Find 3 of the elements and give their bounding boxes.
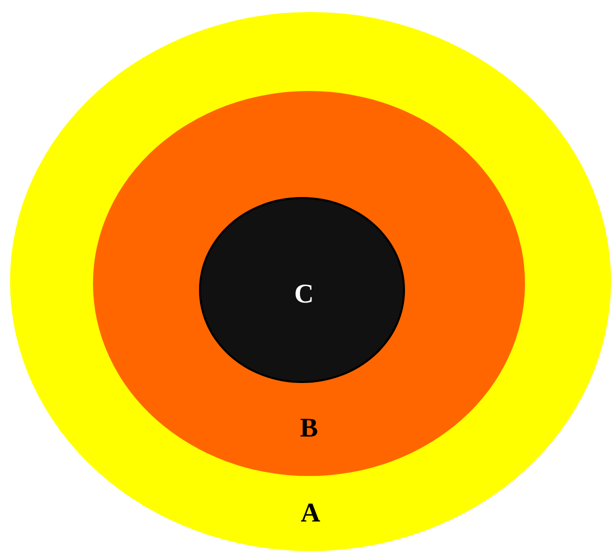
region-label: A: [300, 500, 320, 526]
region-label: C: [294, 280, 314, 308]
region-label: B: [300, 414, 318, 442]
